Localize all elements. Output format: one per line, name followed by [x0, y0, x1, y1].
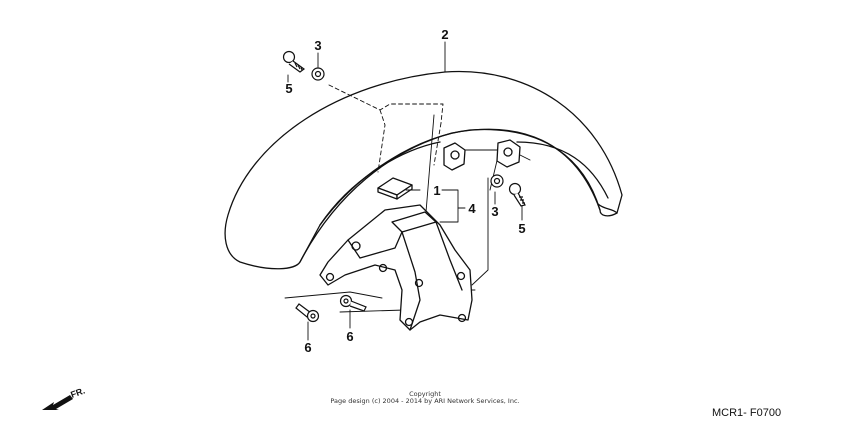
callout-leaders — [287, 41, 523, 341]
fender-mount-tabs — [443, 139, 521, 171]
callout-5-right: 5 — [518, 221, 525, 236]
diagram-code: MCR1- F0700 — [712, 407, 782, 419]
callout-6-center: 6 — [346, 329, 353, 344]
bolt-upper — [282, 50, 306, 73]
callout-3-right: 3 — [491, 204, 498, 219]
bolt-lower-center — [339, 294, 367, 312]
fender-bracket — [319, 204, 473, 331]
washer-nut-upper — [311, 67, 325, 81]
callout-6-left: 6 — [304, 340, 311, 355]
bolt-lower-left — [295, 303, 320, 323]
copyright-label: Copyright — [409, 390, 441, 398]
front-direction-arrow-icon: FR. — [42, 386, 86, 410]
bolt-right — [508, 182, 526, 207]
front-fender — [224, 70, 623, 270]
front-indicator-label: FR. — [69, 386, 86, 400]
callout-2: 2 — [441, 27, 448, 42]
callout-3-upper: 3 — [314, 38, 321, 53]
callout-1: 1 — [433, 183, 440, 198]
copyright-notice: Page design (c) 2004 - 2014 by ARI Netwo… — [330, 397, 520, 405]
rubber-pad — [377, 177, 413, 200]
callout-5-upper: 5 — [285, 81, 292, 96]
callout-4: 4 — [468, 201, 476, 216]
mounting-guide-lines — [328, 84, 444, 173]
washer-nut-right — [490, 174, 504, 188]
